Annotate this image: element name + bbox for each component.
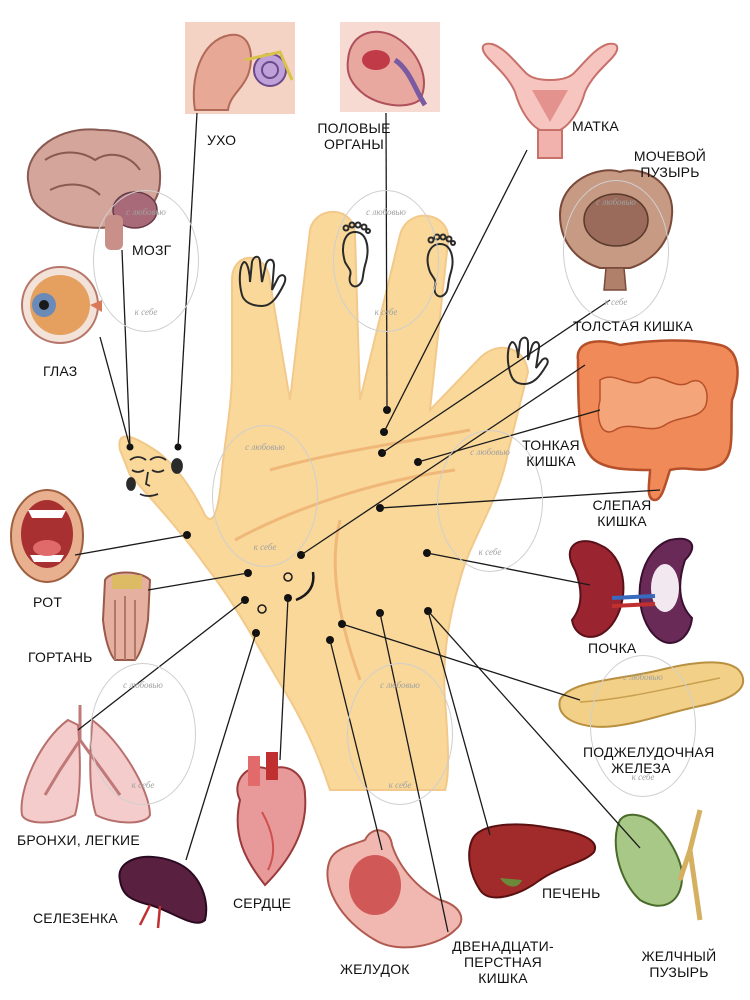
- label-heart: СЕРДЦЕ: [233, 895, 292, 911]
- watermark-text-top: с любовью: [245, 442, 285, 452]
- label-gallbladder: ЖЕЛЧНЫЙ ПУЗЫРЬ: [640, 948, 718, 980]
- label-larynx: ГОРТАНЬ: [28, 649, 93, 665]
- label-ear: УХО: [207, 132, 237, 148]
- label-bladder-line2: ПУЗЫРЬ: [640, 164, 700, 180]
- watermark-text-top: с любовью: [123, 680, 163, 690]
- kidney-illustration: [568, 537, 694, 644]
- watermark-oval: с любовью к себе: [212, 425, 318, 567]
- watermark-text-bottom: к себе: [631, 772, 655, 782]
- label-bladder-line1: МОЧЕВОЙ: [633, 148, 707, 164]
- mouth-illustration: [10, 489, 84, 583]
- colon-illustration: [576, 339, 739, 502]
- watermark-oval: с любовью к себе: [347, 663, 453, 805]
- watermark-oval: с любовью к себе: [93, 190, 199, 332]
- spleen-illustration: [118, 855, 208, 929]
- watermark-text-bottom: к себе: [253, 542, 277, 552]
- larynx-illustration: [101, 571, 152, 661]
- watermark-text-bottom: к себе: [388, 780, 412, 790]
- watermark-oval: с любовью к себе: [590, 655, 696, 797]
- ring-symbol: [283, 572, 293, 582]
- uterus-illustration: [481, 42, 619, 159]
- ring-symbol: [257, 604, 267, 614]
- label-uterus: МАТКА: [572, 118, 619, 134]
- label-mouth: РОТ: [33, 594, 63, 610]
- watermark-text-top: с любовью: [623, 672, 663, 682]
- eye-illustration: [21, 266, 102, 344]
- label-pancreas-line2: ЖЕЛЕЗА: [611, 760, 671, 776]
- watermark-text-top: с любовью: [380, 680, 420, 690]
- label-gallbladder-line2: ПУЗЫРЬ: [649, 964, 709, 980]
- label-cecum: СЛЕПАЯ КИШКА: [586, 497, 658, 529]
- label-cecum-line1: СЛЕПАЯ: [592, 497, 652, 513]
- label-eye: ГЛАЗ: [43, 363, 78, 379]
- connector-lines: [74, 112, 661, 933]
- small-hand-icon: [238, 255, 549, 386]
- watermark-oval: с любовью к себе: [563, 180, 669, 322]
- label-pancreas: ПОДЖЕЛУДОЧНАЯ ЖЕЛЕЗА: [583, 744, 715, 776]
- label-small-intestine-line2: КИШКА: [526, 453, 576, 469]
- heart-illustration: [236, 752, 307, 887]
- label-colon: ТОЛСТАЯ КИШКА: [573, 318, 694, 334]
- palm-line-life: [333, 519, 362, 681]
- label-gallbladder-line1: ЖЕЛЧНЫЙ: [641, 948, 717, 964]
- watermark-oval: с любовью к себе: [90, 663, 196, 805]
- label-small-intestine-line1: ТОНКАЯ: [522, 437, 580, 453]
- label-genitals-line2: ОРГАНЫ: [324, 136, 384, 152]
- watermark-oval: с любовью к себе: [437, 430, 543, 572]
- watermark-oval: с любовью к себе: [333, 190, 439, 332]
- stomach-illustration: [326, 829, 463, 949]
- watermark-text-top: с любовью: [126, 207, 166, 217]
- label-spleen: СЕЛЕЗЕНКА: [33, 910, 118, 926]
- label-duodenum: ДВЕНАДЦАТИ- ПЕРСТНАЯ КИШКА: [452, 938, 554, 986]
- heart-arc: [295, 571, 315, 602]
- label-pancreas-line1: ПОДЖЕЛУДОЧНАЯ: [583, 744, 715, 760]
- label-small-intestine: ТОНКАЯ КИШКА: [515, 437, 587, 469]
- label-duodenum-line3: КИШКА: [478, 970, 528, 986]
- liver-illustration: [468, 823, 597, 899]
- watermark-text-bottom: к себе: [131, 780, 155, 790]
- ear-illustration: [185, 22, 295, 114]
- gallbladder-illustration: [614, 809, 703, 921]
- label-stomach: ЖЕЛУДОК: [340, 961, 410, 977]
- label-cecum-line2: КИШКА: [597, 513, 647, 529]
- label-kidney: ПОЧКА: [588, 640, 637, 656]
- watermark-text-bottom: к себе: [478, 547, 502, 557]
- watermark-text-bottom: к себе: [134, 307, 158, 317]
- watermark-text-top: с любовью: [470, 447, 510, 457]
- label-brain: МОЗГ: [132, 242, 172, 258]
- label-bladder: МОЧЕВОЙ ПУЗЫРЬ: [628, 148, 712, 180]
- genitals-illustration: [340, 22, 440, 112]
- label-lungs: БРОНХИ, ЛЕГКИЕ: [17, 832, 140, 848]
- watermark-text-bottom: к себе: [374, 307, 398, 317]
- watermark-text-bottom: к себе: [604, 297, 628, 307]
- label-duodenum-line1: ДВЕНАДЦАТИ-: [452, 938, 554, 954]
- label-liver: ПЕЧЕНЬ: [542, 885, 601, 901]
- watermark-text-top: с любовью: [366, 207, 406, 217]
- watermark-text-top: с любовью: [596, 197, 636, 207]
- label-genitals: ПОЛОВЫЕ ОРГАНЫ: [312, 120, 396, 152]
- label-duodenum-line2: ПЕРСТНАЯ: [464, 954, 542, 970]
- label-genitals-line1: ПОЛОВЫЕ: [317, 120, 391, 136]
- face-icon: [126, 456, 183, 497]
